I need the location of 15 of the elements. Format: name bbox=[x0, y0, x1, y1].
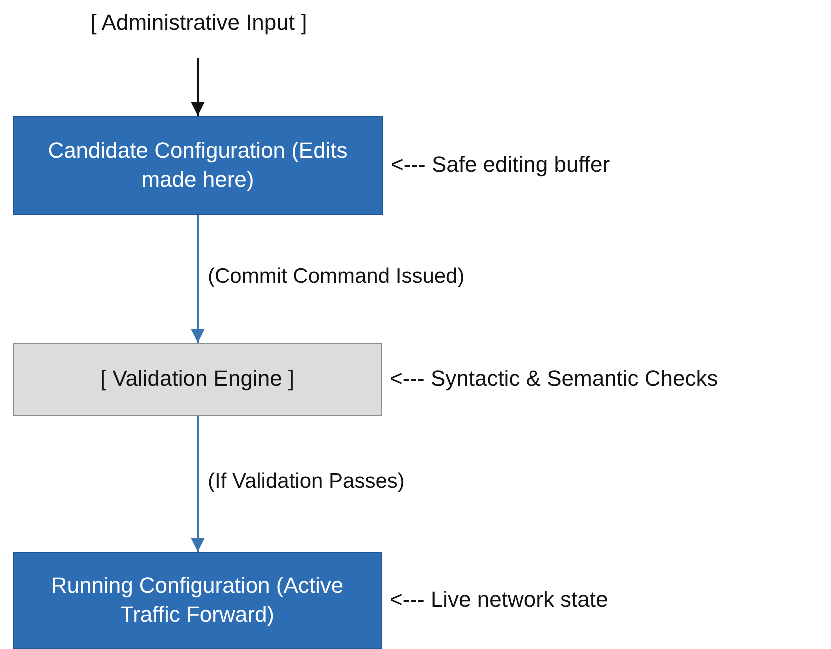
input-label: [ Administrative Input ] bbox=[40, 4, 358, 42]
process-box bbox=[13, 116, 383, 215]
box-label: Running Configuration (Active Traffic Forward) bbox=[50, 572, 345, 628]
arrow bbox=[191, 215, 205, 343]
arrow bbox=[191, 416, 205, 552]
box-label: Candidate Configuration (Edits made here) bbox=[47, 136, 349, 194]
edge-label: (Commit Command Issued) bbox=[208, 265, 465, 289]
box-label: [ Validation Engine ] bbox=[99, 365, 296, 394]
process-box bbox=[13, 552, 382, 649]
side-note: <--- Live network state bbox=[390, 586, 608, 612]
arrow bbox=[191, 58, 205, 116]
side-note: <--- Syntactic & Semantic Checks bbox=[390, 366, 718, 392]
process-box bbox=[13, 343, 382, 416]
edge-label: (If Validation Passes) bbox=[208, 470, 405, 494]
side-note: <--- Safe editing buffer bbox=[391, 152, 610, 178]
